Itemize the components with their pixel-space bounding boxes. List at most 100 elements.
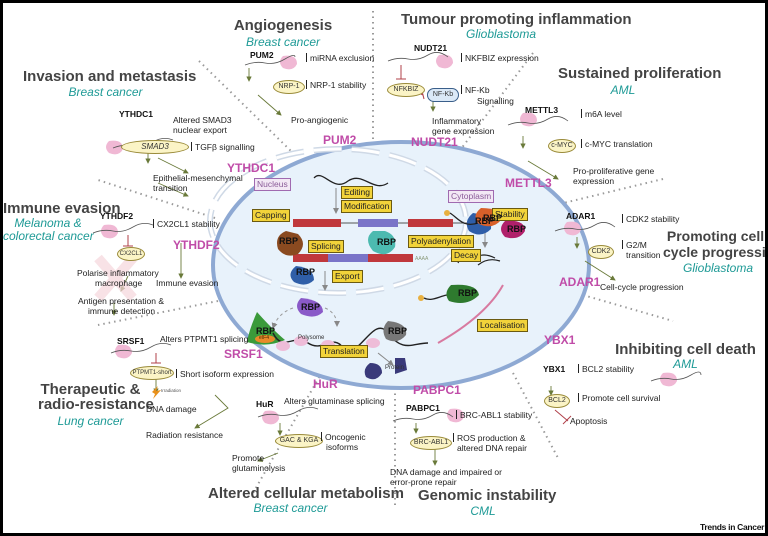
gene-mettl3: METTL3 — [525, 105, 559, 115]
target-oval-nfkb: NF-Kb — [427, 88, 459, 102]
rbp-blob — [277, 231, 303, 256]
target-oval-ptpmt1: PTPMT1-short — [130, 366, 174, 380]
center-gene-mettl3: METTL3 — [505, 176, 552, 190]
effect-label: G2/M — [622, 240, 647, 250]
effect-label: Signalling — [477, 96, 514, 106]
process-export: Export — [332, 270, 363, 283]
outcome-label: Epithelial-mesenchymal — [153, 173, 243, 183]
rbp-blob — [290, 266, 314, 285]
journal-brand: Trends in Cancer — [700, 522, 765, 532]
effect-label: BRC-ABL1 stability — [456, 410, 532, 420]
effect-label: c-MYC translation — [581, 139, 653, 149]
center-gene-pum2: PUM2 — [323, 133, 357, 147]
outcome-label: Immune evasion — [156, 278, 219, 288]
section-dividers — [94, 11, 674, 508]
cancer-type-metabolism: Breast cancer — [253, 501, 328, 515]
hallmark-title-cellcycle-1: Promoting cell — [666, 228, 765, 244]
effect-label: Alters PTPMT1 splicing — [160, 334, 249, 344]
outcome-label: immune detection — [88, 306, 156, 316]
exon — [358, 219, 398, 227]
hallmark-title-therapeutic-2: radio-resistance — [38, 396, 154, 413]
exon — [408, 219, 453, 227]
divider-line — [542, 178, 664, 209]
hallmark-title-genomic: Genomic instability — [418, 487, 557, 504]
divider-line — [582, 294, 674, 322]
rbp-label: RBP — [256, 326, 276, 336]
effect-label: transition — [626, 250, 661, 260]
center-gene-srsf1: SRSF1 — [224, 347, 263, 361]
outcome-label: transition — [153, 183, 188, 193]
gene-ythdc1: YTHDC1 — [119, 109, 154, 119]
target-oval-smad3: SMAD3 — [121, 140, 189, 154]
center-gene-ythdf2: YTHDF2 — [173, 238, 220, 252]
rbp-label: RBP — [475, 216, 495, 226]
process-splicing: Splicing — [308, 240, 344, 253]
hallmark-title-therapeutic-1: Therapeutic & — [40, 381, 141, 398]
outcome-label: Antigen presentation & — [78, 296, 165, 306]
cancer-type-celldeath: AML — [673, 357, 698, 371]
protein-blob — [395, 358, 407, 374]
figure-canvas: AAAA — [3, 3, 765, 533]
svg-text:AAAA: AAAA — [415, 256, 429, 262]
center-gene-nudt21: NUDT21 — [411, 135, 458, 149]
rbp-blob — [446, 284, 479, 303]
outcome-label: expression — [573, 176, 615, 186]
effect-label: nuclear export — [173, 125, 227, 135]
gene-pum2: PUM2 — [250, 50, 274, 60]
outcome-label: Cell-cycle progression — [600, 282, 684, 292]
center-gene-hur: HuR — [313, 377, 338, 391]
rbp-label: RBP — [483, 213, 503, 223]
rbp-label: RBP — [296, 267, 316, 277]
eif4-blob — [255, 335, 275, 343]
effect-label: CDK2 stability — [622, 214, 679, 224]
target-oval-brc-abl1: BRC-ABL1 — [410, 436, 452, 450]
outcome-label: Apoptosis — [570, 416, 608, 426]
hallmark-title-invasion: Invasion and metastasis — [23, 68, 197, 85]
center-gene-ybx1: YBX1 — [544, 333, 576, 347]
center-gene-ythdc1: YTHDC1 — [227, 161, 276, 175]
eif4-label: eIF4 — [259, 335, 270, 341]
hallmark-title-celldeath: Inhibiting cell death — [615, 341, 756, 358]
process-translation: Translation — [320, 345, 368, 358]
rbp-label: RBP — [388, 326, 408, 336]
effect-label: TGFβ signalling — [191, 142, 255, 152]
mrna-wiggles — [92, 52, 702, 422]
effect-label: Alters glutaminase splicing — [284, 396, 385, 406]
outcome-label: Promote — [232, 453, 265, 463]
target-oval-cx2cl1: CX2CL1 — [117, 247, 145, 261]
rbp-label: RBP — [279, 236, 299, 246]
effect-label: m6A level — [581, 109, 622, 119]
exon — [293, 219, 341, 227]
outcome-label: DNA damage — [146, 404, 197, 414]
rbp-label: RBP — [507, 224, 527, 234]
outcome-label: Radiation resistance — [146, 430, 224, 440]
process-decay: Decay — [451, 249, 482, 262]
cancer-type-invasion: Breast cancer — [68, 85, 143, 99]
outcome-label: error-prone repair — [390, 477, 457, 487]
cancer-type-cellcycle: Glioblastoma — [682, 261, 754, 275]
cytoplasm-label: Cytoplasm — [448, 190, 495, 203]
target-oval-bcl2: BCL2 — [544, 394, 570, 408]
cytoskeleton — [437, 284, 504, 344]
outcome-label: macrophage — [95, 278, 143, 288]
gene-pabpc1: PABPC1 — [406, 403, 440, 413]
gene-adar1: ADAR1 — [566, 211, 596, 221]
effect-label: isoforms — [326, 442, 359, 452]
target-oval-cmyc: c-MYC — [548, 139, 576, 153]
process-capping: Capping — [252, 209, 290, 222]
hallmark-title-inflammation: Tumour promoting inflammation — [401, 11, 632, 28]
outcome-label: DNA damage and impaired or — [390, 467, 502, 477]
rbp-blob — [501, 220, 525, 239]
target-oval-nfkbiz: NFKBIZ — [387, 83, 425, 97]
effect-label: Altered SMAD3 — [173, 115, 232, 125]
center-gene-adar1: ADAR1 — [559, 275, 601, 289]
protein-label: Protein — [385, 365, 405, 371]
divider-line — [198, 60, 294, 154]
center-gene-pabpc1: PABPC1 — [413, 383, 461, 397]
hallmark-title-cellcycle-2: cycle progression — [663, 244, 765, 260]
divider-line — [94, 178, 216, 219]
irradiation-label: Irradiation — [161, 388, 182, 393]
outcome-label: Pro-proliferative gene — [573, 166, 655, 176]
effect-label: Short isoform expression — [176, 369, 274, 379]
nucleus-label: Nucleus — [254, 178, 291, 191]
